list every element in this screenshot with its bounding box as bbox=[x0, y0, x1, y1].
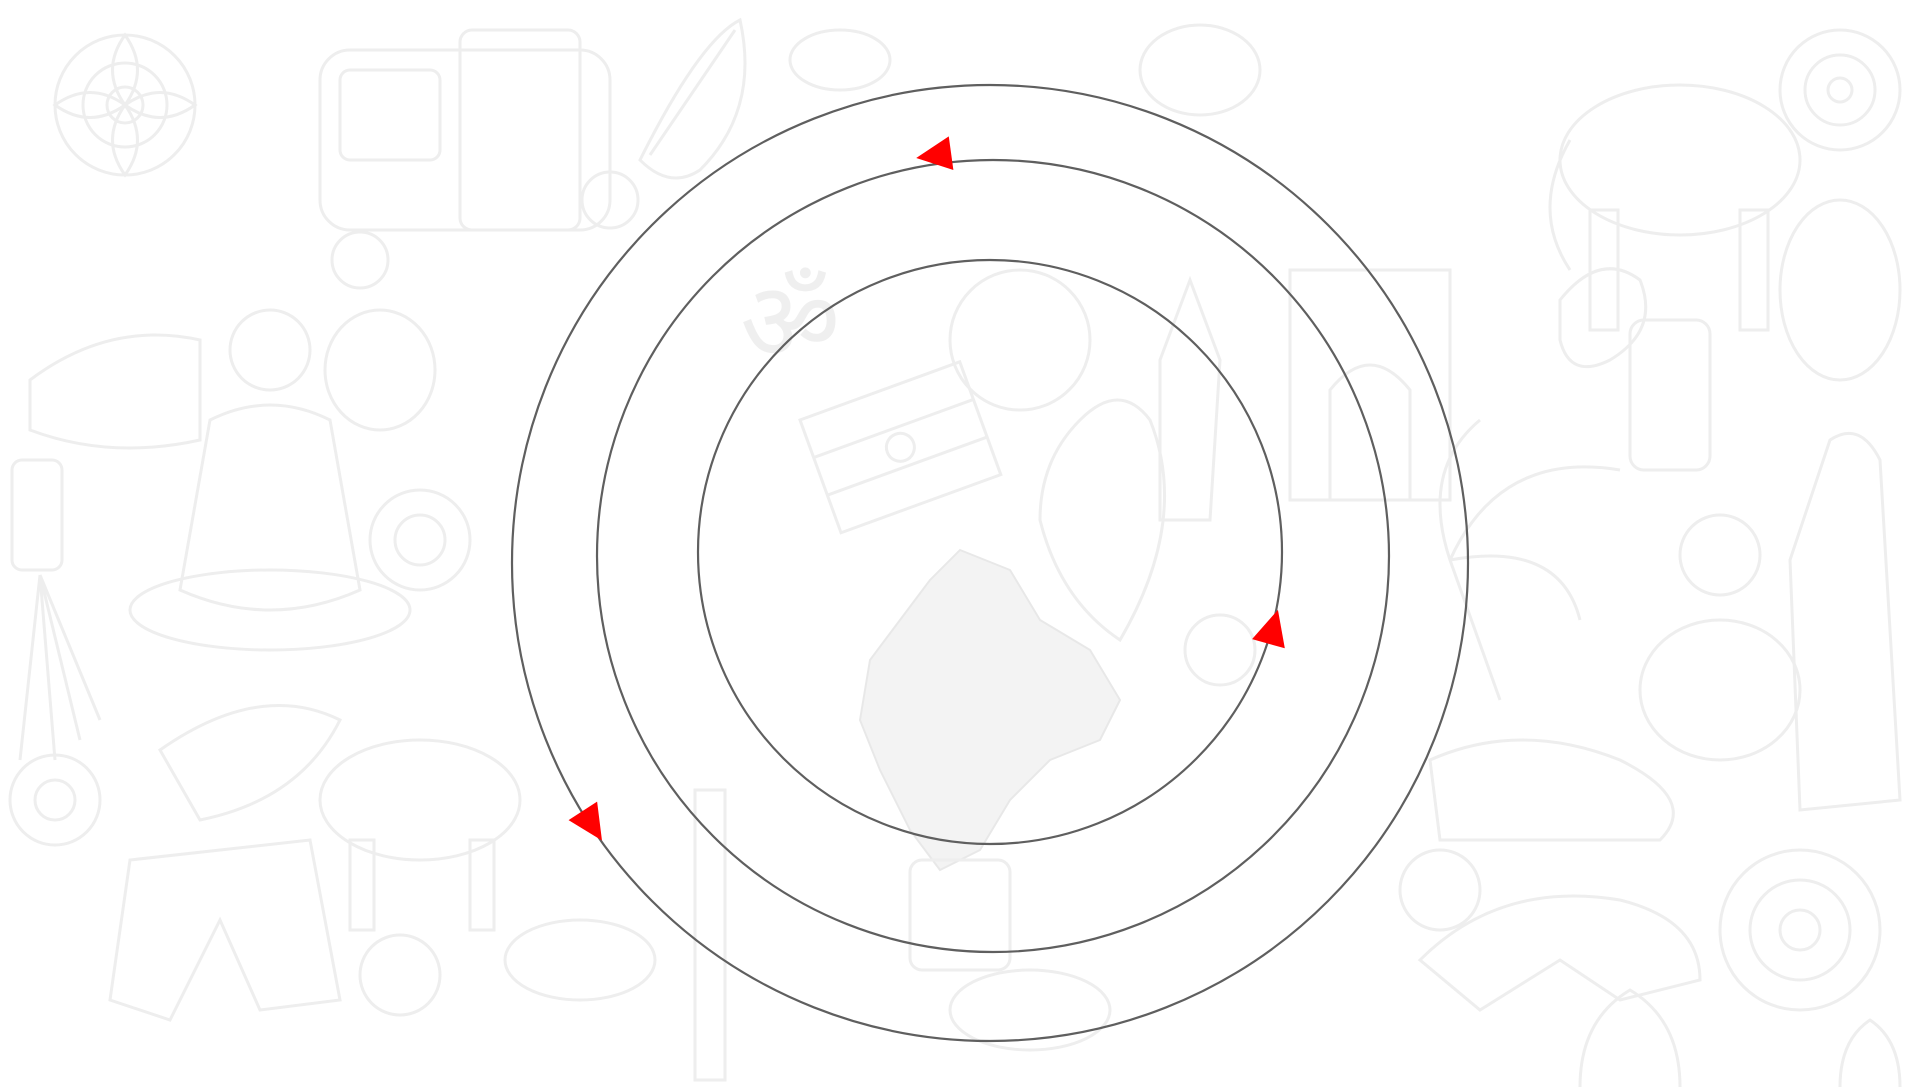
inner-ring-arrow-icon bbox=[1252, 609, 1285, 649]
pants-doodle-icon bbox=[108, 838, 342, 1022]
yoga-doodle-icon bbox=[1428, 738, 1675, 842]
concentric-rings bbox=[510, 83, 1470, 1043]
flower-doodle-icon bbox=[368, 488, 472, 592]
lotus-doodle-icon bbox=[52, 32, 198, 178]
outer-ring-arrow-icon bbox=[568, 801, 602, 841]
hat-doodle-icon bbox=[28, 333, 202, 450]
candle-doodle-icon bbox=[908, 858, 1012, 972]
drum-doodle-icon bbox=[1138, 23, 1262, 117]
pot-doodle-icon bbox=[323, 308, 437, 432]
inner-ring bbox=[696, 258, 1284, 846]
teapot-doodle-icon bbox=[1638, 618, 1802, 762]
basket-doodle-icon bbox=[948, 268, 1092, 412]
mandala-doodle-icon bbox=[1778, 28, 1902, 152]
mandala-doodle-icon-2 bbox=[1718, 848, 1882, 1012]
dome-doodle-icon bbox=[1578, 988, 1682, 1087]
india-gate-doodle-icon bbox=[1288, 268, 1452, 502]
woman-doodle-icon bbox=[1788, 431, 1902, 812]
paisley-doodle-icon-2 bbox=[1038, 398, 1167, 643]
mandala-doodle-icon-4 bbox=[1183, 613, 1257, 687]
dhol-doodle-icon bbox=[1778, 198, 1902, 382]
india-map-doodle-icon bbox=[858, 548, 1122, 872]
fan-doodle-icon bbox=[158, 704, 343, 822]
outer-ring bbox=[510, 83, 1470, 1043]
flag-doodle-icon bbox=[798, 359, 1003, 535]
mandala-doodle-icon-3 bbox=[1398, 848, 1482, 932]
hand-doodle-icon bbox=[1158, 275, 1222, 522]
buddha-doodle-icon bbox=[128, 308, 412, 652]
banana-doodle-icon-2 bbox=[948, 968, 1112, 1052]
background-doodle-pattern: ॐ bbox=[8, 17, 1902, 1087]
ruler-doodle-icon bbox=[693, 788, 727, 1082]
paisley-doodle-icon bbox=[1558, 267, 1648, 369]
middle-ring-arrow-icon bbox=[916, 136, 954, 171]
direction-arrows bbox=[568, 136, 1285, 841]
leaf-doodle-icon bbox=[638, 17, 747, 180]
elephant-doodle-icon-2 bbox=[318, 738, 522, 932]
rickshaw-doodle-icon bbox=[318, 28, 640, 290]
om-symbol-doodle-icon: ॐ bbox=[740, 258, 840, 386]
palm-doodle-icon bbox=[1438, 418, 1621, 701]
shower-doodle-icon bbox=[10, 458, 102, 761]
dome-doodle-icon-2 bbox=[1838, 1018, 1902, 1087]
scroll-doodle-icon bbox=[503, 918, 657, 1002]
bottle-doodle-icon bbox=[1628, 318, 1712, 472]
flower-doodle-icon-2 bbox=[8, 753, 102, 847]
mandala-doodle-icon-6 bbox=[358, 933, 442, 1017]
mandala-doodle-icon-5 bbox=[1678, 513, 1762, 597]
banana-doodle-icon bbox=[788, 28, 892, 92]
elephant-doodle-icon bbox=[1548, 83, 1802, 332]
tiger-doodle-icon bbox=[1417, 894, 1702, 1012]
middle-ring bbox=[595, 158, 1391, 954]
